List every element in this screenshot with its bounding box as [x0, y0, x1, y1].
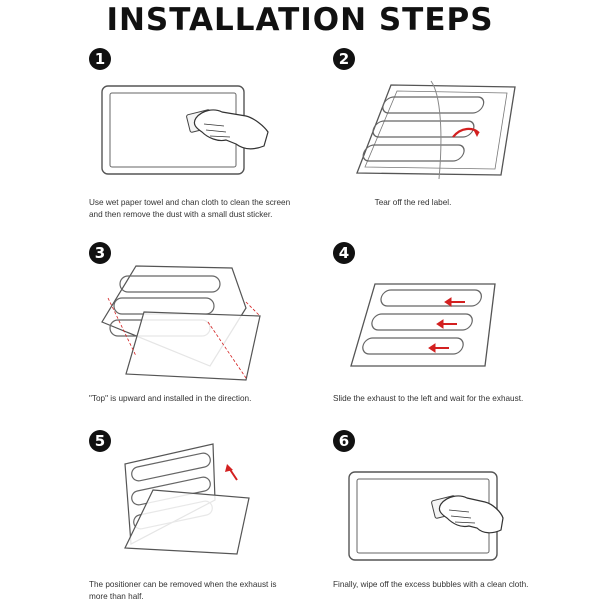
- positioner-strip-1: [382, 96, 485, 114]
- peeled-label: [430, 80, 442, 180]
- tablet-body: [125, 311, 261, 381]
- step-1-caption: Use wet paper towel and chan cloth to cl…: [89, 198, 291, 219]
- hand-icon: [438, 495, 504, 534]
- positioner-strip-3: [362, 144, 465, 162]
- step-3-caption: "Top" is upward and installed in the dir…: [89, 394, 252, 403]
- step-2-illustration: [356, 80, 516, 180]
- step-number-5: 5: [89, 430, 111, 452]
- step-6-caption: Finally, wipe off the excess bubbles wit…: [333, 580, 529, 589]
- step-number-2: 2: [333, 48, 355, 70]
- positioner-strip-1: [380, 289, 482, 307]
- tablet-body: [356, 84, 516, 176]
- step-4-caption: Slide the exhaust to the left and wait f…: [333, 394, 524, 403]
- red-arrow-icon: [452, 127, 480, 138]
- step-2-caption: Tear off the red label.: [374, 198, 452, 207]
- step-1-illustration: [101, 85, 269, 175]
- red-arrow-icon: [428, 297, 465, 353]
- positioner-strip-1: [119, 275, 221, 293]
- step-5-caption: The positioner can be removed when the e…: [89, 580, 277, 600]
- tablet-screen: [364, 90, 508, 170]
- tablet-body: [124, 489, 250, 555]
- step-3-illustration: [101, 265, 261, 381]
- step-number-4: 4: [333, 242, 355, 264]
- step-number-6: 6: [333, 430, 355, 452]
- positioner-strip-2: [371, 313, 473, 331]
- page-title: INSTALLATION STEPS: [106, 2, 494, 38]
- step-4-illustration: [350, 283, 496, 367]
- step-6-illustration: [348, 471, 504, 561]
- step-number-1: 1: [89, 48, 111, 70]
- positioner-strip-1: [131, 452, 211, 482]
- tablet-body: [350, 283, 496, 367]
- step-5-illustration: [124, 443, 250, 555]
- hand-icon: [193, 109, 269, 150]
- step-number-3: 3: [89, 242, 111, 264]
- positioner-strip-3: [362, 337, 464, 355]
